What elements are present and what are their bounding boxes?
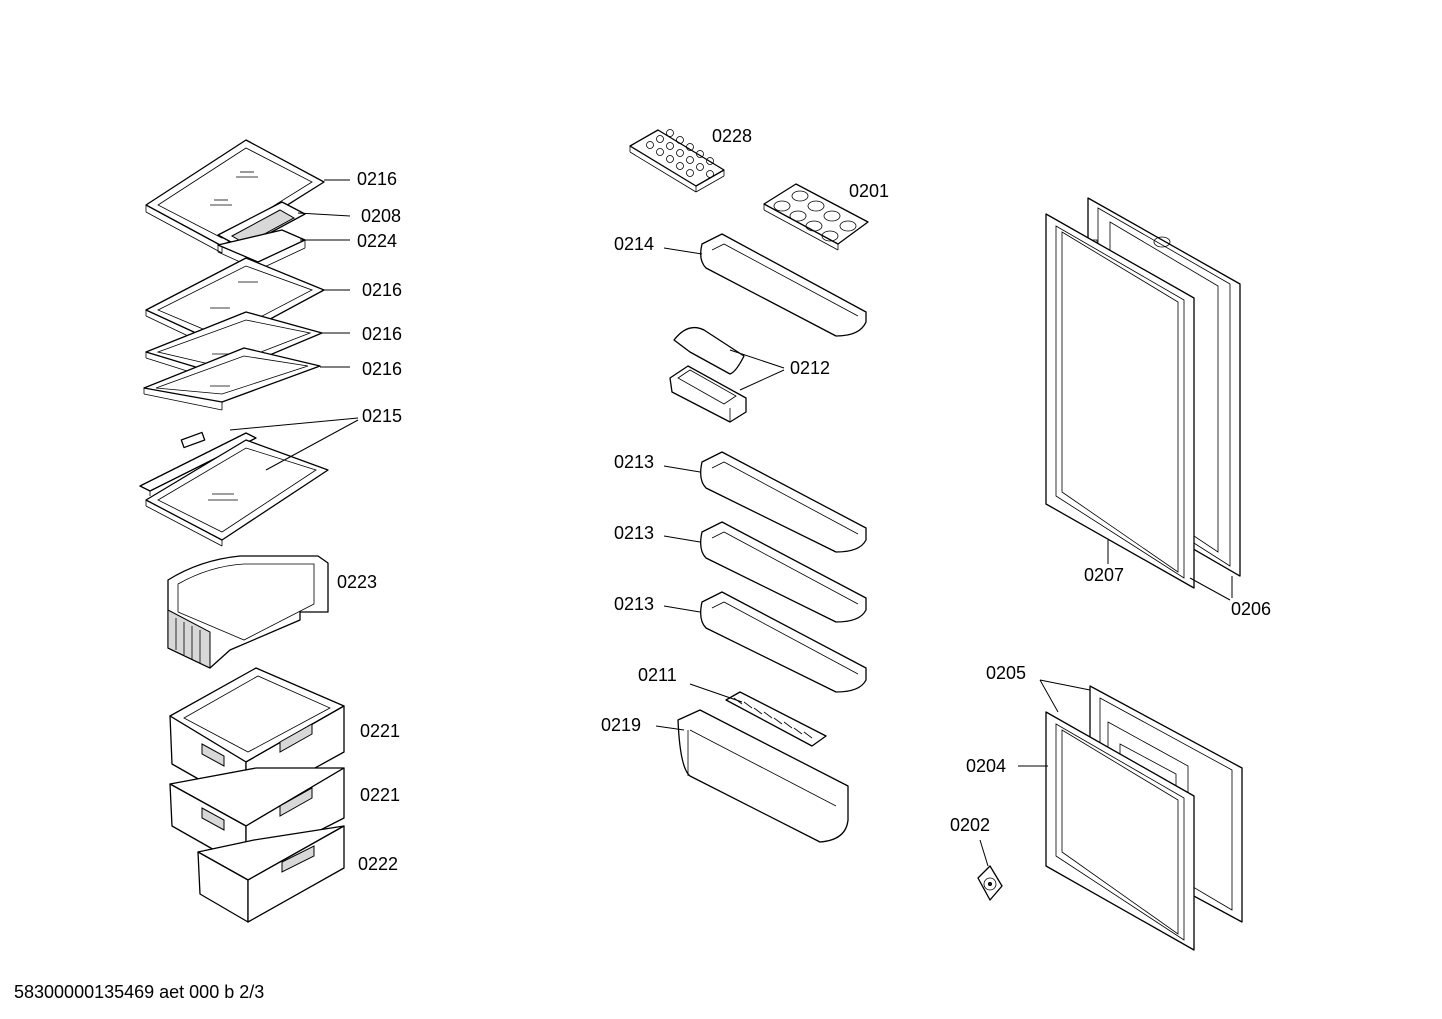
label-0222: 0222 [358,854,398,874]
door-gasket-0207 [1045,213,1195,589]
bottle-bin-0219 [677,709,849,843]
shelf-with-rail-0215 [139,431,329,547]
door-bin-0214 [700,233,867,337]
label-0213-third: 0213 [614,594,654,614]
label-0211: 0211 [638,665,677,685]
leader-lines-right [979,540,1233,867]
label-0205: 0205 [986,663,1026,683]
label-0216-second: 0216 [362,280,402,300]
door-bin-0213-second [700,521,867,623]
ice-tray-0228 [629,129,725,193]
label-0221-first: 0221 [360,721,400,741]
label-0223: 0223 [337,572,377,592]
label-0213-first: 0213 [614,452,654,472]
door-bin-0213-first [700,451,867,553]
drawer-0223 [167,555,329,669]
egg-tray-0201 [763,183,869,251]
label-0216-third: 0216 [362,324,402,344]
label-0206: 0206 [1231,599,1271,619]
label-0214: 0214 [614,234,654,254]
door-bin-0213-third [700,591,867,693]
drawing-reference-number: 58300000135469 aet 000 b 2/3 [14,982,264,1002]
chiller-tray-0208-0224 [217,201,306,271]
drawer-0222 [197,825,345,923]
label-0228: 0228 [712,126,752,146]
leader-lines-middle [655,247,785,731]
label-0207: 0207 [1084,565,1124,585]
label-0212: 0212 [790,358,830,378]
glass-shelf-0216-fourth [143,347,321,411]
label-0215: 0215 [362,406,402,426]
label-0201: 0201 [849,181,889,201]
label-0219: 0219 [601,715,641,735]
label-0216-fourth: 0216 [362,359,402,379]
label-0208: 0208 [361,206,401,226]
thermostat-knob-0202 [977,865,1003,901]
leader-lines-left [229,179,359,471]
label-0204: 0204 [966,756,1006,776]
label-0224: 0224 [357,231,397,251]
label-0202: 0202 [950,815,990,835]
bottle-rack-0211 [725,691,827,747]
label-0216-top: 0216 [357,169,397,189]
butter-dish-0212 [669,326,747,423]
label-0213-second: 0213 [614,523,654,543]
freezer-gasket-0204 [1045,711,1195,951]
label-0221-second: 0221 [360,785,400,805]
